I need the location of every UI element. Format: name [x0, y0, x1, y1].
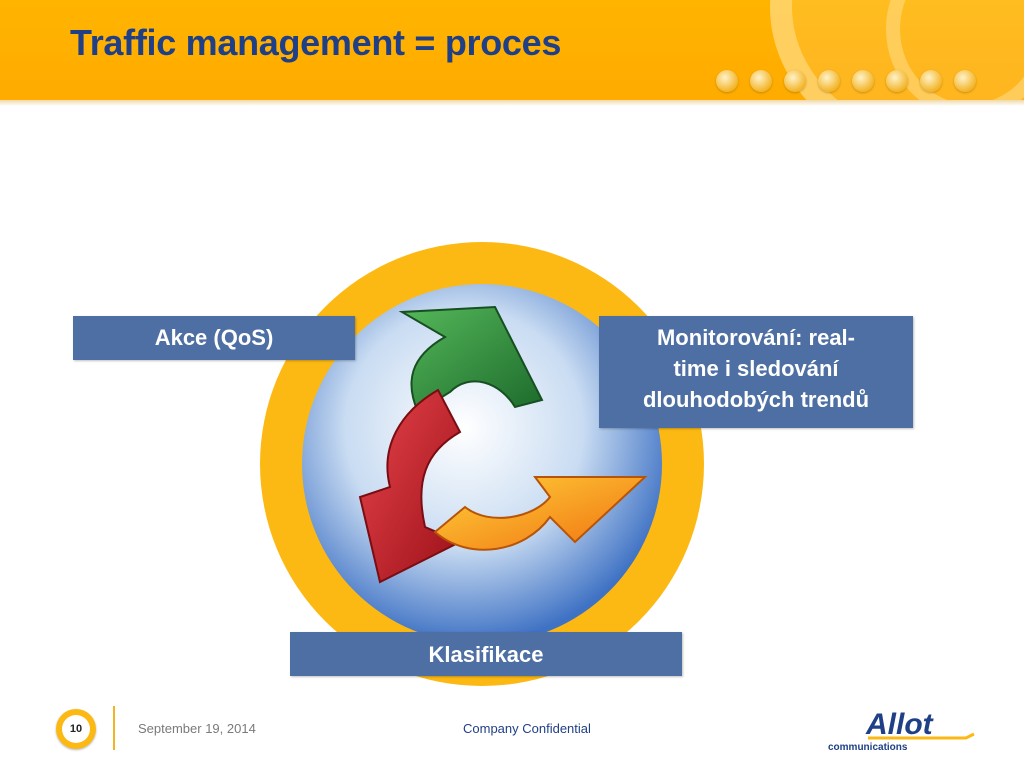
bubble-icon [750, 70, 772, 92]
footer-confidential: Company Confidential [463, 721, 591, 736]
label-akce-qos: Akce (QoS) [73, 316, 355, 360]
orange-arrow [433, 476, 648, 551]
header-bubble-row [716, 70, 976, 92]
cycle-arrows-icon [260, 242, 704, 686]
page-number-badge: 10 [56, 709, 96, 749]
bubble-icon [784, 70, 806, 92]
bubble-icon [886, 70, 908, 92]
green-arrow [398, 305, 544, 414]
logo-swoosh [868, 732, 975, 740]
label-monitorovani-line: Monitorování: real- [656, 325, 855, 350]
label-monitorovani-line: dlouhodobých trendů [642, 387, 870, 412]
footer-date: September 19, 2014 [138, 721, 256, 736]
red-arrow [358, 388, 463, 584]
slide-header: Traffic management = proces [0, 0, 1024, 100]
bubble-icon [954, 70, 976, 92]
page-number: 10 [62, 715, 90, 743]
label-monitorovani-line: time i sledování [673, 356, 839, 381]
bubble-icon [818, 70, 840, 92]
logo-wordmark: Allot [865, 708, 935, 741]
allot-logo-icon: Allot communications [828, 708, 975, 753]
bubble-icon [852, 70, 874, 92]
footer-divider [113, 706, 115, 750]
label-klasifikace: Klasifikace [290, 632, 682, 676]
slide-title: Traffic management = proces [70, 22, 562, 63]
bubble-icon [920, 70, 942, 92]
label-monitorovani: Monitorování: real- time i sledování dlo… [599, 316, 913, 428]
bubble-icon [716, 70, 738, 92]
logo-tagline: communications [828, 742, 908, 753]
header-shadow [0, 100, 1024, 106]
